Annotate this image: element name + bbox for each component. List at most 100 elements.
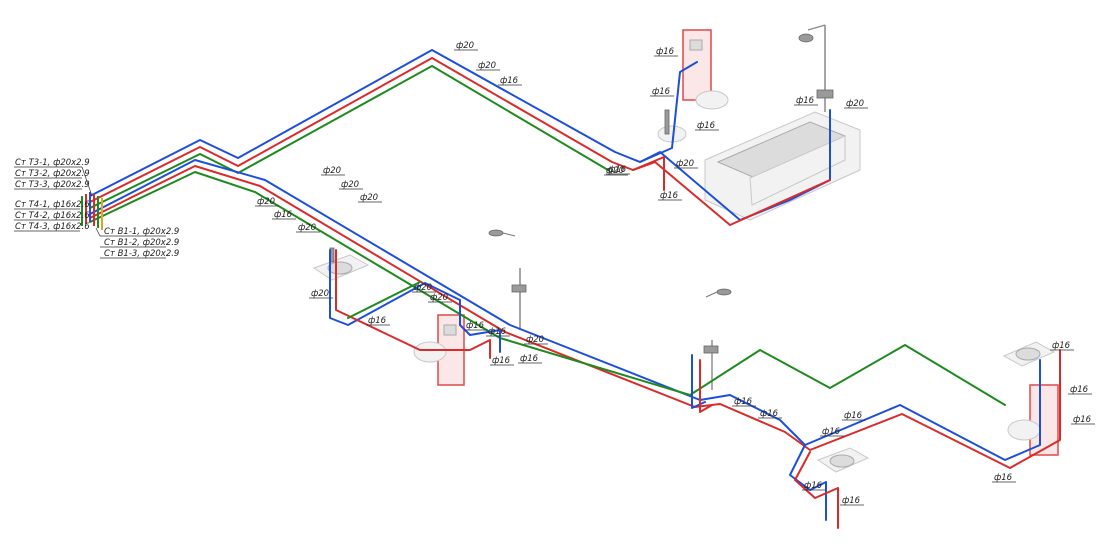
diameter-label: ф16 [758,409,782,419]
bath-shower [798,24,834,112]
riser-stubs [81,192,103,230]
diameter-label: ф16 [654,47,678,57]
diameter-label-text: ф16 [608,165,627,175]
diameter-label-text: ф16 [1070,385,1089,395]
diameter-label: ф16 [1050,341,1074,351]
pipe-left-loop-cold [329,249,501,353]
riser-label-b1-3: Ст В1-3, ф20х2.9 [104,249,179,259]
diameter-label: ф16 [486,327,510,337]
diameter-label: ф16 [840,496,864,506]
diameter-label-text: ф16 [660,191,679,201]
diameter-label-text: ф20 [298,223,316,233]
diameter-label: ф16 [272,210,296,220]
diameter-label: ф20 [321,166,345,176]
diameter-label-text: ф16 [656,47,675,57]
riser-label-t4-2: Ст Т4-2, ф16х2.6 [15,211,90,221]
diameter-label: ф20 [255,197,279,207]
riser-label-group-t3: Ст Т3-1, ф20х2.9 Ст Т3-2, ф20х2.9 Ст Т3-… [14,158,93,197]
pipe-circ-lower [89,171,1006,406]
diameter-label: ф20 [674,159,698,169]
riser-label-b1-1: Ст В1-1, ф20х2.9 [104,227,179,237]
diameter-label-text: ф16 [842,496,861,506]
diameter-label: ф20 [309,289,333,299]
diameter-label: ф16 [464,321,488,331]
diameter-label-text: ф16 [520,354,539,364]
diameter-label-text: ф16 [697,121,716,131]
diameter-label: ф20 [454,41,478,51]
diameter-label: ф20 [604,166,628,176]
diameter-label-text: ф16 [796,96,815,106]
diameter-label: ф16 [695,121,719,131]
diameter-label-text: ф20 [311,289,329,299]
pipes [81,49,1061,529]
pipe-hot-upper [89,57,831,226]
diameter-label-text: ф20 [257,197,275,207]
diameter-label-text: ф16 [760,409,779,419]
diameter-label-text: ф20 [676,159,694,169]
diameter-label: ф16 [802,481,826,491]
diameter-label-text: ф16 [492,356,511,366]
diameter-label-text: ф16 [844,411,863,421]
pipe-top-branch [639,61,698,163]
diameter-label: ф16 [794,96,818,106]
sink-right [1002,341,1056,367]
riser-label-group-t4: Ст Т4-1, ф16х2.6 Ст Т4-2, ф16х2.6 Ст Т4-… [14,200,90,232]
diameter-label-text: ф16 [994,473,1013,483]
riser-label-t4-3: Ст Т4-3, ф16х2.6 [15,222,90,232]
diameter-label-text: ф20 [360,193,378,203]
diameter-label: ф20 [524,335,548,345]
diameter-label-text: ф16 [1073,415,1092,425]
pipe-left-loop-circ [347,281,421,319]
diameter-label: ф20 [844,99,868,109]
pipe-hot-lower [89,165,1061,469]
diameter-label: ф20 [428,293,452,303]
diameter-label: ф20 [476,61,500,71]
diameter-label: ф16 [658,191,682,201]
riser-label-t3-1: Ст Т3-1, ф20х2.9 [15,158,90,168]
diameter-label: ф16 [820,427,844,437]
diameter-label: ф20 [412,283,436,293]
diameter-label-text: ф16 [488,327,507,337]
rain-head-2 [705,288,732,298]
pipe-center-drop-hot [699,359,713,413]
diameter-label-text: ф16 [804,481,823,491]
shower-middle [511,268,527,330]
toilet-installation-top [682,29,729,110]
diameter-label: ф16 [650,87,674,97]
bathtub [704,111,861,221]
pipe-bottom-drops-hot [794,451,839,529]
diameter-label-text: ф20 [341,180,359,190]
diameter-label-text: ф20 [456,41,474,51]
fixtures [312,24,1059,473]
diameter-label: ф20 [296,223,320,233]
diameter-label: ф16 [1068,385,1092,395]
riser-label-t3-3: Ст Т3-3, ф20х2.9 [15,180,90,190]
diameter-labels: ф20ф20ф16ф16ф16ф16ф20ф20ф20ф20ф16ф20ф20ф… [255,41,1095,506]
diameter-label-text: ф20 [414,283,432,293]
pipe-top-branch-hot [632,156,665,191]
diameter-label-text: ф16 [274,210,293,220]
diameter-label: ф16 [732,397,756,407]
sink-left [312,247,370,281]
diameter-label-text: ф16 [822,427,841,437]
rain-head-1 [488,229,516,237]
sink-top [657,109,687,143]
riser-label-t3-2: Ст Т3-2, ф20х2.9 [15,169,90,179]
diameter-label: ф16 [498,76,522,86]
diameter-label-text: ф16 [652,87,671,97]
diameter-label: ф16 [518,354,542,364]
riser-label-group-b1: Ст В1-1, ф20х2.9 Ст В1-2, ф20х2.9 Ст В1-… [95,227,179,259]
diameter-label: ф16 [490,356,514,366]
pipe-cold-lower [89,159,1041,461]
diameter-label: ф16 [1071,415,1095,425]
diameter-label-text: ф20 [323,166,341,176]
diameter-label-text: ф20 [846,99,864,109]
diameter-label-text: ф16 [500,76,519,86]
diameter-label-text: ф20 [478,61,496,71]
pipe-left-loop-hot [335,249,491,359]
diameter-label: ф20 [358,193,382,203]
diameter-label-text: ф20 [526,335,544,345]
diameter-label-text: ф16 [1052,341,1071,351]
diameter-label-text: ф16 [466,321,485,331]
